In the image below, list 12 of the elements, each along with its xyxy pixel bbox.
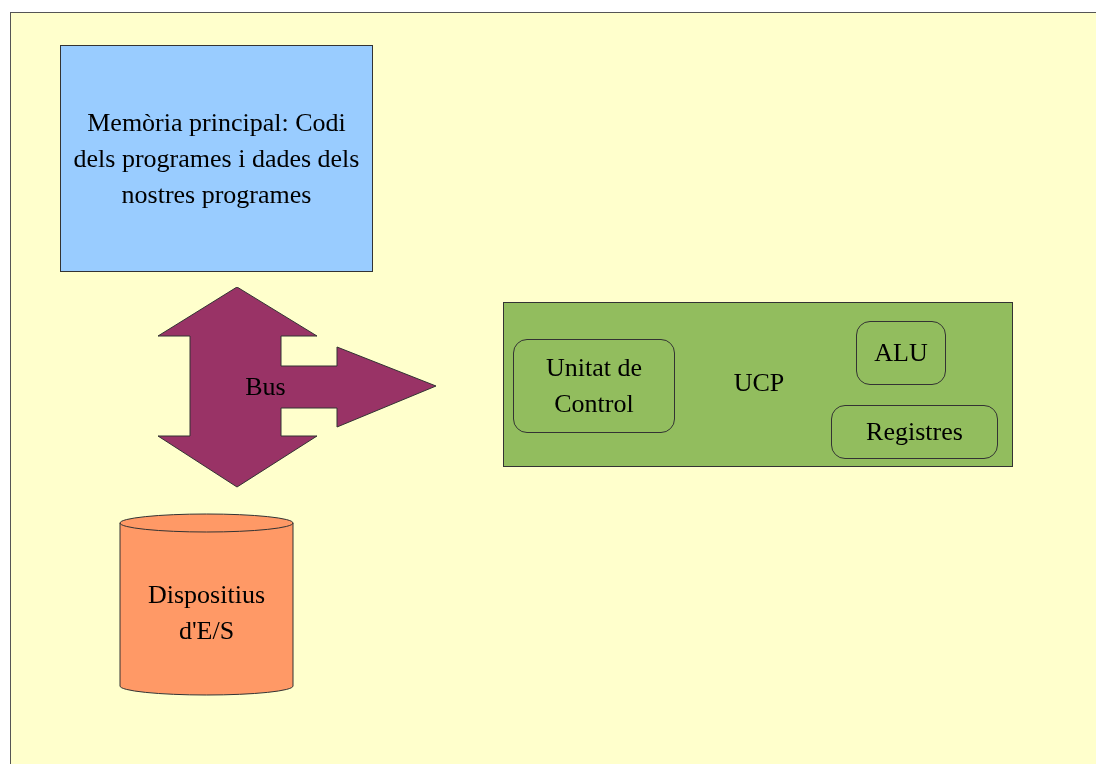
node-label: Dispositius d'E/S bbox=[147, 578, 266, 647]
node-label: Unitat de Control bbox=[545, 352, 643, 420]
node-label: Registres bbox=[866, 416, 963, 448]
cpu-box bbox=[503, 302, 1013, 467]
registers-box bbox=[831, 405, 998, 459]
node-label: ALU bbox=[874, 337, 928, 369]
node-label: Memòria principal: Codi dels programes i dades dels nostres programes bbox=[73, 106, 360, 211]
node-label: UCP bbox=[733, 367, 785, 399]
node-label: Bus bbox=[245, 371, 286, 403]
control-unit-box bbox=[513, 339, 675, 433]
memory-box bbox=[60, 45, 373, 272]
alu-box bbox=[856, 321, 946, 385]
